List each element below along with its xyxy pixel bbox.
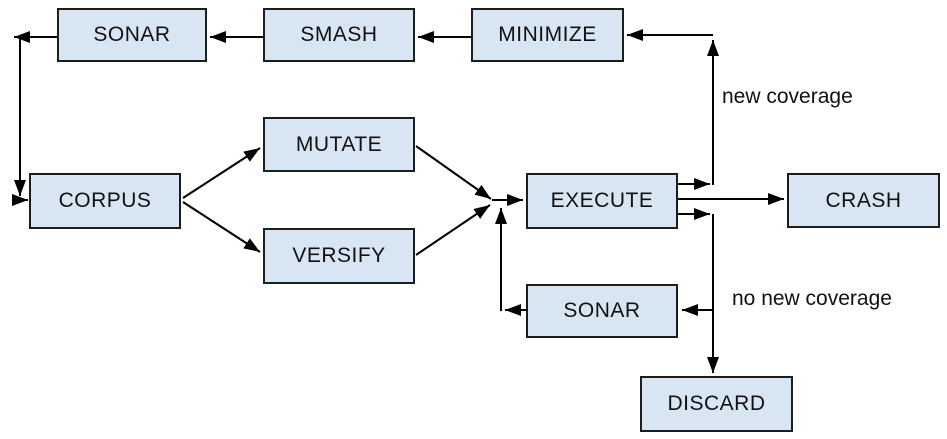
label-new-coverage: new coverage [722,85,853,108]
edge-mutate-to-junction [415,145,492,200]
edge-group [12,29,784,373]
node-minimize: MINIMIZE [471,8,624,62]
node-discard: DISCARD [640,376,793,432]
edge-versify-to-junction [415,204,491,256]
edge-corpus-to-versify [182,201,261,253]
node-smash: SMASH [263,8,415,62]
node-execute: EXECUTE [526,173,678,229]
node-mutate: MUTATE [263,117,415,172]
node-versify: VERSIFY [263,228,415,284]
node-corpus: CORPUS [29,173,181,229]
node-sonar-top: SONAR [57,8,207,62]
label-no-new-coverage: no new coverage [732,287,892,310]
node-sonar-bottom: SONAR [526,284,678,338]
node-crash: CRASH [787,173,940,228]
edge-corpus-to-mutate [182,147,261,199]
